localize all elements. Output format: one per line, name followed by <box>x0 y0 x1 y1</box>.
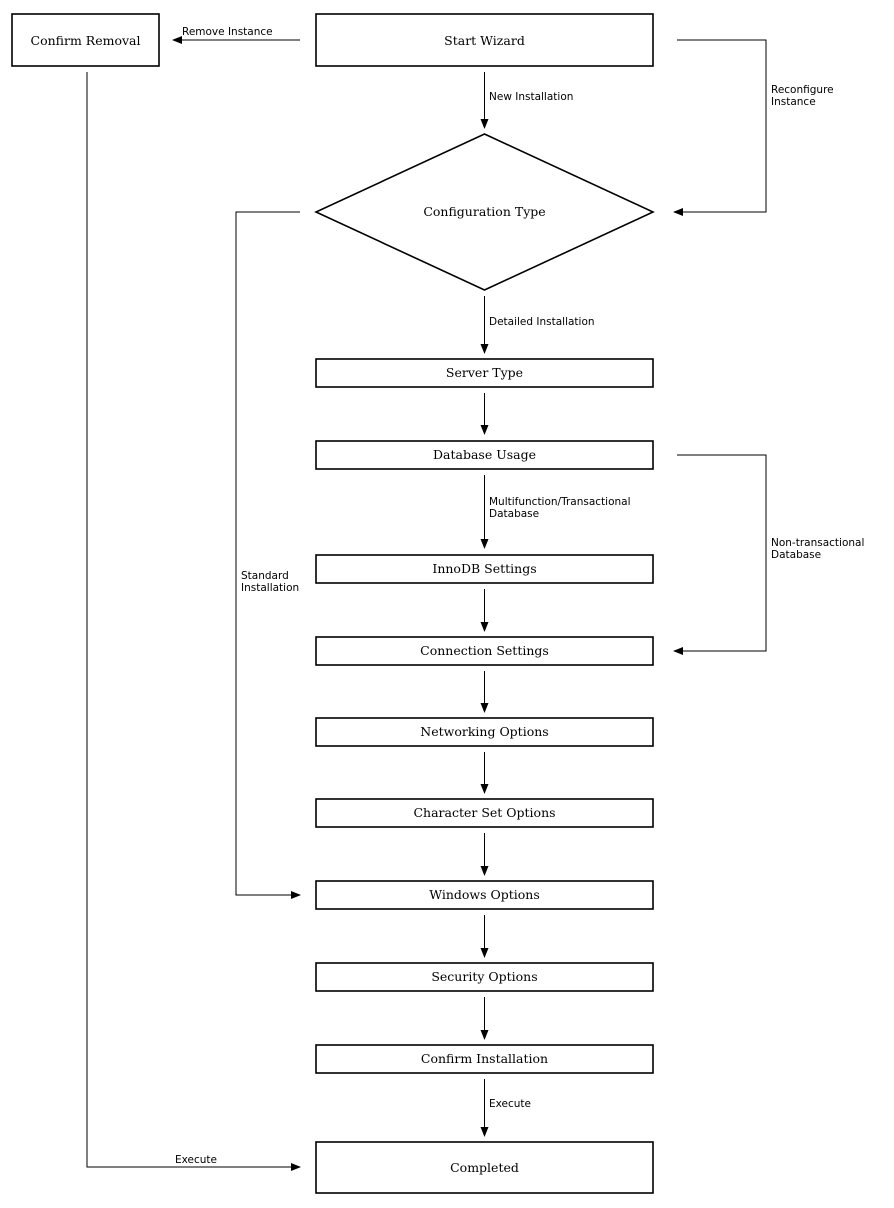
node-confirm-installation: Confirm Installation <box>315 1044 654 1074</box>
node-label: Confirm Removal <box>31 33 141 48</box>
node-database-usage: Database Usage <box>315 440 654 470</box>
node-security-options: Security Options <box>315 962 654 992</box>
edge-label: New Installation <box>489 91 573 103</box>
node-completed: Completed <box>315 1141 654 1194</box>
node-character-set-options: Character Set Options <box>315 798 654 828</box>
edge-non-transactional: Non-transactional Database <box>673 454 864 655</box>
node-label: Start Wizard <box>444 33 525 48</box>
edge-label: Installation <box>241 582 299 594</box>
node-label: Configuration Type <box>423 204 545 219</box>
edge-remove-instance: Remove Instance <box>172 26 300 44</box>
edge-label: Reconfigure <box>771 84 834 96</box>
node-server-type: Server Type <box>315 358 654 388</box>
node-windows-options: Windows Options <box>315 880 654 910</box>
edge-label: Detailed Installation <box>489 316 595 328</box>
node-label: Completed <box>450 1160 519 1175</box>
node-label: Networking Options <box>420 724 548 739</box>
edge-standard-installation: Standard Installation <box>235 211 301 899</box>
node-label: Character Set Options <box>413 805 555 820</box>
edge-new-installation: New Installation <box>480 72 573 129</box>
node-label: Connection Settings <box>420 643 549 658</box>
edge-execute-removal: Execute <box>86 72 301 1171</box>
node-label: InnoDB Settings <box>432 561 536 576</box>
node-connection-settings: Connection Settings <box>315 636 654 666</box>
node-label: Database Usage <box>433 447 536 462</box>
node-label: Security Options <box>431 969 537 984</box>
node-label: Windows Options <box>429 887 540 902</box>
node-label: Confirm Installation <box>421 1051 548 1066</box>
node-configuration-type: Configuration Type <box>314 133 655 291</box>
edge-label: Non-transactional <box>771 537 864 549</box>
node-networking-options: Networking Options <box>315 717 654 747</box>
edge-label: Database <box>771 549 821 561</box>
edge-label: Execute <box>489 1098 531 1110</box>
node-label: Server Type <box>446 365 523 380</box>
node-innodb-settings: InnoDB Settings <box>315 554 654 584</box>
edge-label: Database <box>489 508 539 520</box>
edge-label: Remove Instance <box>182 26 273 38</box>
edge-label: Execute <box>175 1154 217 1166</box>
edge-label: Standard <box>241 570 289 582</box>
edge-detailed-installation: Detailed Installation <box>480 296 595 354</box>
node-start-wizard: Start Wizard <box>315 13 654 67</box>
edge-label: Instance <box>771 96 816 108</box>
edge-label: Multifunction/Transactional <box>489 496 631 508</box>
edge-multifunction: Multifunction/Transactional Database <box>480 475 631 549</box>
node-confirm-removal: Confirm Removal <box>11 13 160 67</box>
edge-reconfigure-instance: Reconfigure Instance <box>673 39 834 216</box>
edge-execute-main: Execute <box>480 1079 531 1137</box>
